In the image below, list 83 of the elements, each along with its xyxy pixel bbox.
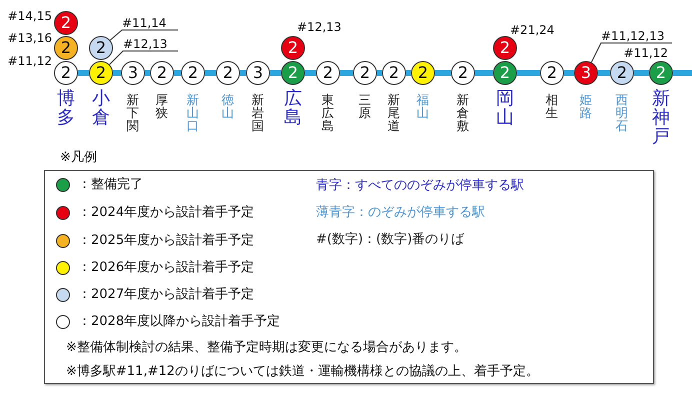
- station-circle: 2: [216, 61, 240, 85]
- station-name: 新倉敷: [456, 93, 470, 132]
- station-circle: 2: [150, 61, 174, 85]
- station-name: 三原: [358, 93, 372, 120]
- station-circle: 2: [54, 11, 78, 35]
- station-circle: 3: [246, 61, 270, 85]
- rail-line: [435, 70, 451, 76]
- station-name: 相生: [544, 93, 560, 120]
- platform-label: #11,12: [624, 46, 668, 60]
- legend-label: ：2024年度から設計着手予定: [78, 205, 254, 221]
- rail-line: [564, 70, 574, 76]
- legend-label: ：2025年度から設計着手予定: [78, 233, 254, 249]
- station-name: 徳山: [220, 93, 236, 120]
- station-circle: 2: [316, 61, 340, 85]
- rail-line: [475, 70, 493, 76]
- station-circle: 2: [411, 61, 435, 85]
- station-circle: 2: [610, 61, 634, 85]
- station-circle: 2: [89, 36, 113, 60]
- platform-label: #14,15: [8, 9, 52, 23]
- station-name: 岡山: [494, 90, 515, 128]
- legend-title: ※凡例: [60, 150, 97, 166]
- station-circle: 2: [54, 36, 78, 60]
- platform-label: #12,13: [297, 20, 342, 34]
- rail-line: [377, 70, 382, 76]
- platform-label: #13,16: [8, 31, 52, 45]
- rail-line: [174, 70, 181, 76]
- legend-label: ：2027年度から設計着手予定: [78, 287, 254, 303]
- station-circle: 2: [353, 61, 377, 85]
- station-circle: 3: [574, 61, 598, 85]
- station-circle: 2: [281, 61, 305, 85]
- platform-label: #12,13: [123, 37, 168, 51]
- legend-label: ：2028年度以降から設計着手予定: [78, 314, 280, 330]
- leader-line: [109, 50, 178, 65]
- station-circle: 3: [121, 61, 145, 85]
- rail-line: [406, 70, 411, 76]
- note-text: 薄青字：のぞみが停車する駅: [316, 205, 485, 221]
- station-circle: 2: [89, 61, 113, 85]
- rail-line: [517, 70, 540, 76]
- rail-line: [78, 70, 89, 76]
- rail-line: [673, 70, 692, 76]
- station-name: 姫路: [578, 93, 594, 120]
- note-text: 青字：すべてののぞみが停車する駅: [316, 178, 524, 194]
- station-name: 新神戸: [650, 90, 671, 147]
- rail-line: [240, 70, 246, 76]
- station-circle: 2: [181, 61, 205, 85]
- rail-line: [205, 70, 216, 76]
- note-text: #(数字)：(数字)番のりば: [316, 232, 464, 248]
- station-name: 新岩国: [250, 93, 266, 132]
- station-circle: 2: [540, 61, 564, 85]
- station-circle: 2: [281, 36, 305, 60]
- rail-line: [145, 70, 150, 76]
- platform-label: #11,14: [122, 16, 166, 30]
- station-name: 福山: [416, 93, 430, 120]
- note-text: ※博多駅#11,#12のりばについては鉄道・運輸機構様との協議の上、着手予定。: [66, 364, 539, 380]
- station-circle: 2: [382, 61, 406, 85]
- station-name: 厚狭: [154, 93, 170, 120]
- station-name: 新山口: [186, 93, 200, 132]
- rail-line: [340, 70, 353, 76]
- platform-label: #21,24: [510, 23, 554, 37]
- station-name: 新尾道: [386, 93, 402, 132]
- station-name: 新下関: [126, 93, 140, 132]
- leader-line: [590, 42, 672, 63]
- note-text: ※整備体制検討の結果、整備予定時期は変更になる場合があります。: [66, 340, 467, 356]
- rail-line: [270, 70, 281, 76]
- legend-label: ：整備完了: [78, 177, 143, 193]
- platform-label: #11,12: [8, 54, 52, 68]
- legend-label: ：2026年度から設計着手予定: [78, 260, 254, 276]
- station-name: 西明石: [614, 93, 630, 132]
- platform-label: #11,12,13: [601, 29, 664, 43]
- station-circle: 2: [493, 61, 517, 85]
- rail-line: [305, 70, 316, 76]
- station-name: 広島: [282, 90, 303, 128]
- station-circle: 2: [451, 61, 475, 85]
- leader-line: [110, 30, 178, 41]
- rail-line: [634, 70, 649, 76]
- station-name: 東広島: [320, 93, 336, 132]
- station-circle: 2: [649, 61, 673, 85]
- rail-line: [113, 70, 121, 76]
- station-circle: 2: [493, 36, 517, 60]
- rail-line: [598, 70, 610, 76]
- station-name: 博多: [56, 90, 76, 128]
- station-name: 小倉: [90, 90, 111, 128]
- station-circle: 2: [54, 61, 78, 85]
